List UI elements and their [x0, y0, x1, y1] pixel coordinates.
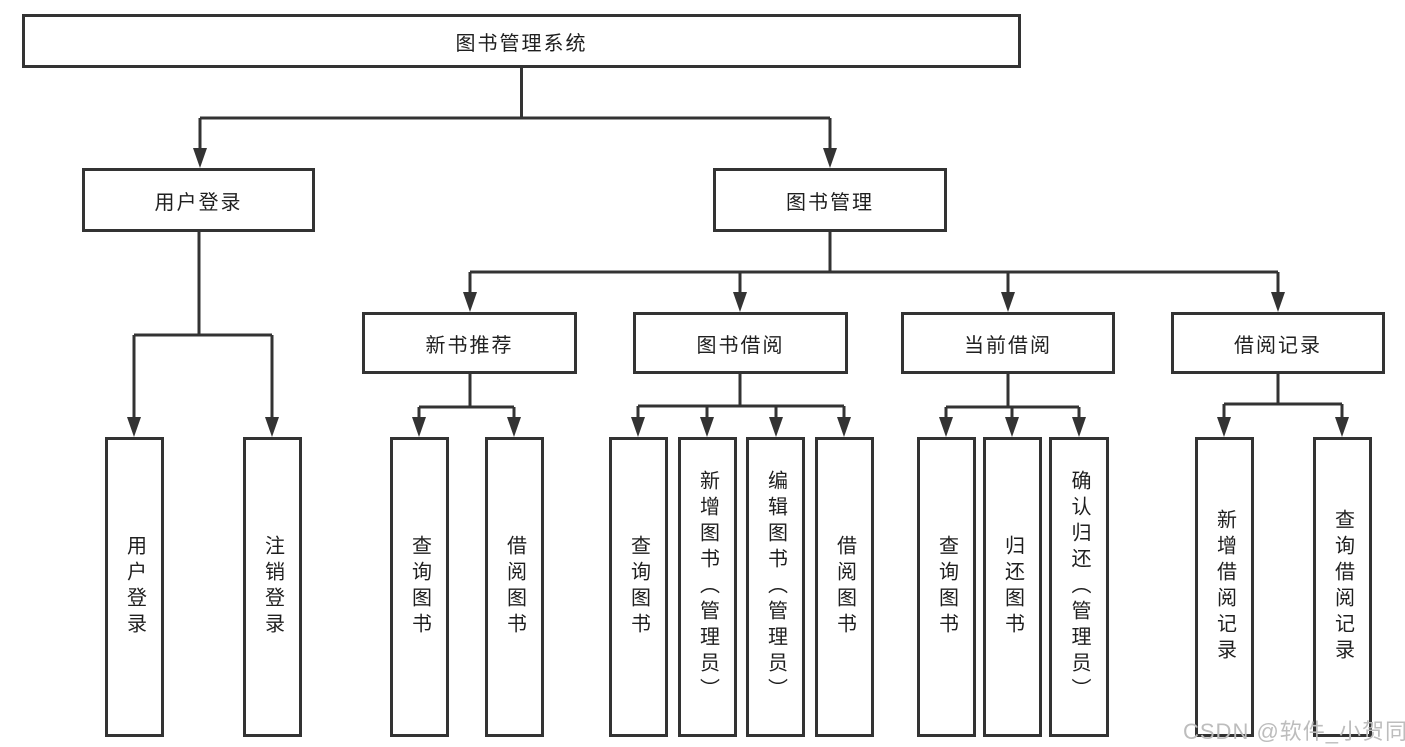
node-book-management: 图书管理	[713, 168, 947, 232]
node-user-login-label: 用户登录	[154, 191, 243, 214]
leaf-edit-book-admin-label: 编辑图书（管理员）	[764, 470, 787, 704]
arrow-to-return-book	[1005, 417, 1019, 437]
node-book-borrow-label: 图书借阅	[696, 334, 785, 357]
leaf-query-books-3: 查询图书	[917, 437, 976, 737]
arrow-to-query-borrow-record	[1335, 417, 1349, 437]
leaf-return-book-label: 归还图书	[1001, 535, 1024, 639]
connector-borrow-records-split	[1222, 374, 1344, 419]
leaf-logout: 注销登录	[243, 437, 302, 737]
arrow-to-new-book-recommend	[463, 292, 477, 312]
node-root-label: 图书管理系统	[455, 32, 588, 55]
connector-new-book-split	[417, 374, 516, 419]
leaf-user-login-label: 用户登录	[123, 535, 146, 639]
connector-user-login-split	[132, 232, 274, 419]
leaf-confirm-return-admin-label: 确认归还（管理员）	[1068, 470, 1090, 704]
leaf-borrow-books-1: 借阅图书	[485, 437, 544, 737]
leaf-add-borrow-record: 新增借阅记录	[1195, 437, 1254, 737]
arrow-to-query-books-3	[939, 417, 953, 437]
arrow-to-add-borrow-record	[1217, 417, 1231, 437]
leaf-query-books-2: 查询图书	[609, 437, 668, 737]
arrow-to-book-borrow	[733, 292, 747, 312]
leaf-query-books-1: 查询图书	[390, 437, 449, 737]
arrow-to-borrow-books-2	[837, 417, 851, 437]
arrow-to-current-borrow	[1001, 292, 1015, 312]
arrow-to-add-book-admin	[700, 417, 714, 437]
arrow-to-leaf-logout	[265, 417, 279, 437]
node-new-book-recommend: 新书推荐	[362, 312, 577, 374]
connector-current-borrow-split	[944, 374, 1081, 419]
leaf-edit-book-admin: 编辑图书（管理员）	[746, 437, 805, 737]
node-current-borrow: 当前借阅	[901, 312, 1115, 374]
leaf-add-borrow-record-label: 新增借阅记录	[1213, 509, 1236, 665]
leaf-add-book-admin: 新增图书（管理员）	[678, 437, 737, 737]
leaf-borrow-books-2: 借阅图书	[815, 437, 874, 737]
csdn-watermark: CSDN @软件_小贺同学	[1183, 719, 1405, 744]
leaf-query-borrow-record: 查询借阅记录	[1313, 437, 1372, 737]
node-new-book-recommend-label: 新书推荐	[425, 334, 514, 357]
leaf-query-borrow-record-label: 查询借阅记录	[1331, 509, 1354, 665]
arrow-to-book-management	[823, 148, 837, 168]
leaf-query-books-3-label: 查询图书	[935, 535, 958, 639]
arrow-to-leaf-user-login	[127, 417, 141, 437]
leaf-add-book-admin-label: 新增图书（管理员）	[696, 470, 719, 704]
leaf-logout-label: 注销登录	[261, 535, 284, 639]
connector-root-split	[198, 68, 832, 150]
node-user-login: 用户登录	[82, 168, 315, 232]
arrow-to-borrow-books-1	[507, 417, 521, 437]
leaf-user-login: 用户登录	[105, 437, 164, 737]
node-current-borrow-label: 当前借阅	[964, 334, 1052, 357]
leaf-borrow-books-1-label: 借阅图书	[503, 535, 526, 639]
arrow-to-query-books-2	[631, 417, 645, 437]
leaf-query-books-1-label: 查询图书	[408, 535, 431, 639]
arrow-to-user-login	[193, 148, 207, 168]
node-root: 图书管理系统	[22, 14, 1021, 68]
arrow-to-edit-book-admin	[769, 417, 783, 437]
leaf-confirm-return-admin: 确认归还（管理员）	[1049, 437, 1109, 737]
arrow-to-query-books-1	[412, 417, 426, 437]
node-book-borrow: 图书借阅	[633, 312, 848, 374]
leaf-borrow-books-2-label: 借阅图书	[833, 535, 856, 639]
node-borrow-records-label: 借阅记录	[1234, 334, 1322, 357]
node-borrow-records: 借阅记录	[1171, 312, 1385, 374]
node-book-management-label: 图书管理	[786, 191, 874, 214]
arrow-to-borrow-records	[1271, 292, 1285, 312]
connector-book-borrow-split	[636, 374, 846, 419]
arrow-to-confirm-return-admin	[1072, 417, 1086, 437]
leaf-return-book: 归还图书	[983, 437, 1042, 737]
leaf-query-books-2-label: 查询图书	[627, 535, 650, 639]
connector-book-management-split	[468, 232, 1280, 294]
